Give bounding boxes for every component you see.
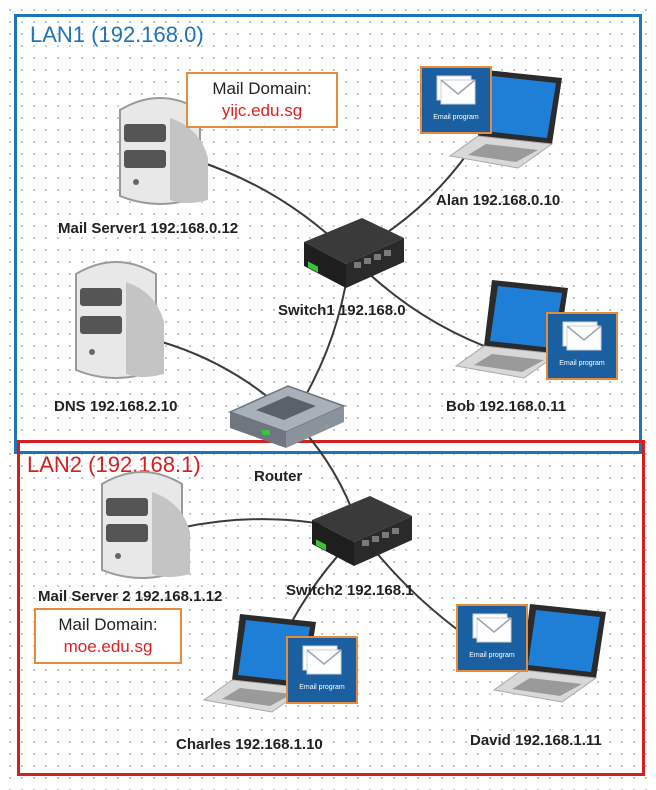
email-program-label: Email program xyxy=(299,684,345,691)
mail-domain-value: moe.edu.sg xyxy=(63,637,153,656)
email-program-label: Email program xyxy=(469,652,515,659)
charles-label: Charles 192.168.1.10 xyxy=(176,736,323,753)
mail-domain-key: Mail Domain: xyxy=(212,79,312,98)
mail-server2-icon xyxy=(101,471,190,579)
lan1-title: LAN1 (192.168.0) xyxy=(30,22,204,47)
david-email-program-badge: Email program xyxy=(456,604,528,672)
lan1-mail-domain-box: Mail Domain: yijc.edu.sg xyxy=(186,72,338,128)
lan2-zone xyxy=(17,440,645,776)
switch1-label: Switch1 192.168.0 xyxy=(278,302,406,319)
switch1-icon xyxy=(304,218,404,288)
email-program-label: Email program xyxy=(559,360,605,367)
mail-domain-key: Mail Domain: xyxy=(58,615,158,634)
david-laptop-icon xyxy=(492,604,606,703)
bob-label: Bob 192.168.0.11 xyxy=(446,398,567,415)
alan-email-program-badge: Email program xyxy=(420,66,492,134)
router-label: Router xyxy=(254,468,303,485)
lan2-mail-domain-box: Mail Domain: moe.edu.sg xyxy=(34,608,182,664)
dns-label: DNS 192.168.2.10 xyxy=(54,398,178,415)
charles-email-program-badge: Email program xyxy=(286,636,358,704)
mail-server2-label: Mail Server 2 192.168.1.12 xyxy=(38,588,223,605)
david-label: David 192.168.1.11 xyxy=(470,732,602,749)
email-program-icon xyxy=(436,75,476,105)
email-program-icon xyxy=(302,645,342,675)
switch2-icon xyxy=(312,496,412,566)
lan2-title: LAN2 (192.168.1) xyxy=(27,452,201,477)
mail-domain-value: yijc.edu.sg xyxy=(221,101,303,120)
router-icon xyxy=(227,385,347,448)
lan1-zone xyxy=(14,14,642,454)
mail-server1-label: Mail Server1 192.168.0.12 xyxy=(58,220,239,237)
alan-laptop-icon xyxy=(448,70,562,169)
email-program-icon xyxy=(562,321,602,351)
email-program-icon xyxy=(472,613,512,643)
switch2-label: Switch2 192.168.1 xyxy=(286,582,414,599)
dns-server-icon xyxy=(75,261,164,379)
bob-email-program-badge: Email program xyxy=(546,312,618,380)
alan-label: Alan 192.168.0.10 xyxy=(436,192,561,209)
email-program-label: Email program xyxy=(433,114,479,121)
mail-server1-icon xyxy=(119,97,208,205)
